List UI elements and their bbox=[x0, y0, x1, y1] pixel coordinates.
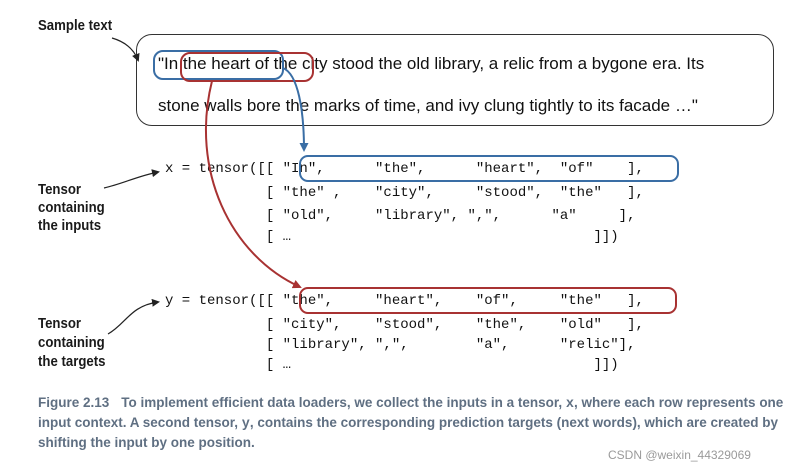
target-row-highlight bbox=[299, 287, 677, 314]
targets-label-line-1: Tensor bbox=[38, 315, 82, 332]
caption-var-y: y bbox=[241, 417, 250, 432]
inputs-tensor-row-1: x = tensor([[ "In", "the", "heart", "of"… bbox=[165, 161, 644, 177]
target-window-highlight bbox=[180, 52, 314, 82]
input-window-highlight bbox=[153, 50, 284, 80]
inputs-tensor-row-2: [ "the" , "city", "stood", "the" ], bbox=[165, 185, 644, 201]
inputs-tensor-row-3: [ "old", "library", ",", "a" ], bbox=[165, 208, 636, 224]
sample-text-line-2: stone walls bore the marks of time, and … bbox=[158, 96, 698, 115]
sample-text-line-1: "In the heart of the city stood the old … bbox=[158, 54, 705, 73]
input-row-highlight bbox=[299, 155, 679, 182]
inputs-label-line-1: Tensor bbox=[38, 181, 82, 198]
caption-text-c: , contains the corresponding prediction … bbox=[38, 415, 778, 450]
target-arrow bbox=[204, 80, 302, 289]
targets-tensor-row-1: y = tensor([[ "the", "heart", "of", "the… bbox=[165, 293, 644, 309]
inputs-label-line-2: containing bbox=[38, 199, 105, 216]
watermark: CSDN @weixin_44329069 bbox=[608, 448, 751, 462]
input-arrow bbox=[282, 67, 309, 152]
inputs-label-arrow bbox=[103, 169, 160, 189]
sample-label-arrow bbox=[111, 37, 140, 62]
caption-text-b: , where each row represents one input co… bbox=[38, 395, 784, 430]
targets-label-line-3: the targets bbox=[38, 353, 106, 370]
inputs-label-line-3: the inputs bbox=[38, 217, 102, 234]
sample-text-label: Sample text bbox=[38, 17, 113, 34]
figure-caption: Figure 2.13 To implement efficient data l… bbox=[38, 394, 798, 452]
inputs-tensor-row-4: [ … ]]) bbox=[165, 229, 619, 245]
targets-label-arrow bbox=[107, 298, 160, 335]
caption-text-a: To implement efficient data loaders, we … bbox=[121, 395, 566, 410]
targets-tensor-row-2: [ "city", "stood", "the", "old" ], bbox=[165, 317, 644, 333]
figure-number: Figure 2.13 bbox=[38, 395, 110, 410]
targets-tensor-row-3: [ "library", ",", "a", "relic"], bbox=[165, 337, 636, 353]
caption-var-x: x bbox=[565, 397, 574, 412]
sample-text-box bbox=[136, 34, 774, 126]
targets-tensor-row-4: [ … ]]) bbox=[165, 357, 619, 373]
targets-label-line-2: containing bbox=[38, 334, 105, 351]
